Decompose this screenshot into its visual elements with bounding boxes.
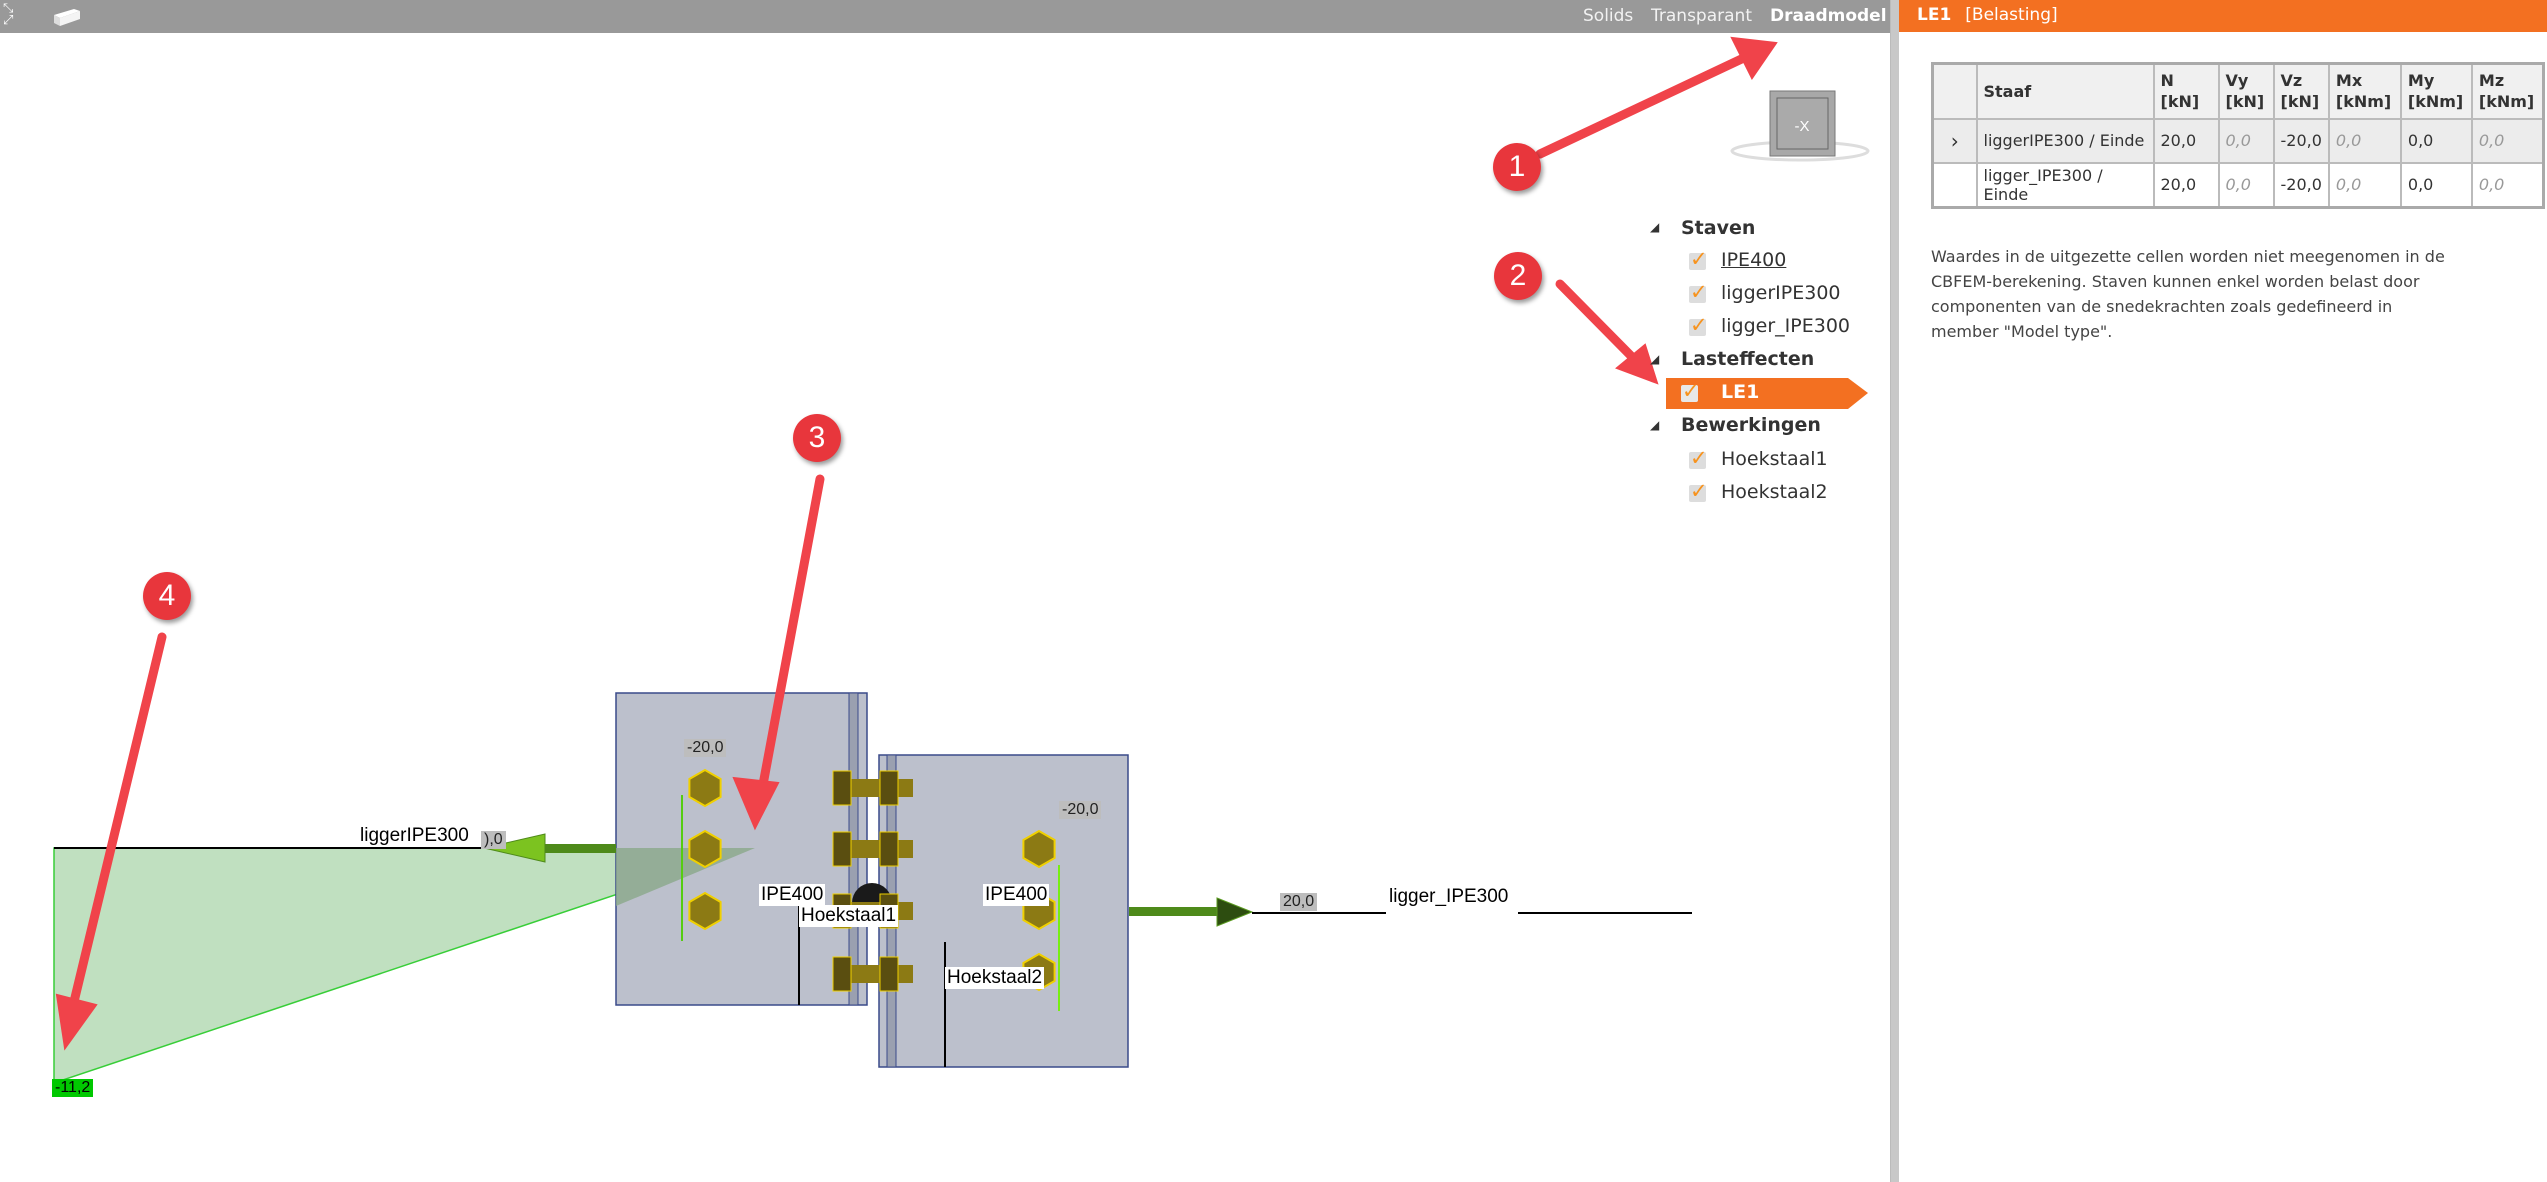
force-arrow-left-shaft xyxy=(545,844,616,853)
info-note: Waardes in de uitgezette cellen worden n… xyxy=(1931,247,2445,341)
checkbox-hoekstaal2[interactable]: ✓ xyxy=(1689,479,1708,503)
bolt-head xyxy=(688,768,722,808)
cell-n[interactable]: 20,0 xyxy=(2152,117,2220,164)
checkbox-liggeripe300[interactable]: ✓ xyxy=(1689,280,1708,304)
tree-item-hoekstaal1[interactable]: Hoekstaal1 xyxy=(1721,448,1828,470)
label-ipe400-left[interactable]: IPE400 xyxy=(759,884,826,906)
col-expand xyxy=(1931,62,1978,120)
bolt-nut xyxy=(879,956,899,992)
cell-my[interactable]: 0,0 xyxy=(2399,161,2473,208)
label-ligger-ipe300[interactable]: ligger_IPE300 xyxy=(1389,886,1509,907)
checkbox-le1[interactable]: ✓ xyxy=(1681,379,1700,403)
cell-vy[interactable]: 0,0 xyxy=(2217,161,2275,208)
annotation-badge-4: 4 xyxy=(143,572,191,620)
annotation-badge-1: 1 xyxy=(1493,143,1541,191)
value-left-plate: -20,0 xyxy=(684,739,727,757)
label-hoekstaal1[interactable]: Hoekstaal1 xyxy=(799,905,899,927)
cell-mz[interactable]: 0,0 xyxy=(2470,161,2545,208)
col-vy: Vy[kN] xyxy=(2217,62,2275,120)
col-mx: Mx[kNm] xyxy=(2327,62,2402,120)
bolt-nut xyxy=(832,770,852,806)
cell-vz[interactable]: -20,0 xyxy=(2272,161,2330,208)
table-row[interactable]: › liggerIPE300 / Einde 20,0 0,0 -20,0 0,… xyxy=(1931,117,2545,164)
bolt-head xyxy=(688,891,722,931)
cell-vz[interactable]: -20,0 xyxy=(2272,117,2330,164)
panel-title: LE1 xyxy=(1917,5,1952,25)
annotation-arrows xyxy=(55,36,1778,1051)
bolt-nut xyxy=(832,831,852,867)
tree-item-ipe400[interactable]: IPE400 xyxy=(1721,249,1787,271)
mode-solids[interactable]: Solids xyxy=(1583,6,1634,26)
value-right-plate: -20,0 xyxy=(1059,801,1102,819)
force-arrow-right-head xyxy=(1216,897,1254,927)
bolt-nut xyxy=(879,831,899,867)
cell-my[interactable]: 0,0 xyxy=(2399,117,2473,164)
bolt-head xyxy=(688,829,722,869)
force-arrow-left-head xyxy=(483,833,546,863)
annotation-badge-2: 2 xyxy=(1494,252,1542,300)
label-ipe400-right[interactable]: IPE400 xyxy=(983,884,1050,906)
checkbox-ipe400[interactable]: ✓ xyxy=(1689,247,1708,271)
collapse-lasteffecten-icon[interactable]: ◢ xyxy=(1650,352,1660,366)
bolt-nut xyxy=(879,770,899,806)
col-vz: Vz[kN] xyxy=(2272,62,2330,120)
diagram-overlap xyxy=(616,848,755,906)
expand-icon[interactable]: ⤡⤢ xyxy=(3,1,14,28)
value-diagram-min: -11,2 xyxy=(52,1079,94,1097)
bolt-nut xyxy=(832,956,852,992)
force-arrow-right-shaft xyxy=(1129,907,1217,916)
tree-group-lasteffecten[interactable]: Lasteffecten xyxy=(1681,348,1815,370)
collapse-staven-icon[interactable]: ◢ xyxy=(1650,220,1660,234)
col-my: My[kNm] xyxy=(2399,62,2473,120)
bolt-head xyxy=(1022,829,1056,869)
mode-transparant[interactable]: Transparant xyxy=(1651,6,1752,26)
label-hoekstaal2[interactable]: Hoekstaal2 xyxy=(945,967,1045,989)
scene-canvas[interactable]: -X xyxy=(0,0,1890,1182)
panel-splitter[interactable] xyxy=(1890,0,1899,1182)
tree-item-le1-highlight[interactable] xyxy=(1666,378,1870,409)
properties-panel: LE1 [Belasting] Staaf N[kN] Vy[kN] Vz[kN]… xyxy=(1899,0,2547,1182)
tree-item-hoekstaal2[interactable]: Hoekstaal2 xyxy=(1721,481,1828,503)
tree-item-le1[interactable]: LE1 xyxy=(1721,381,1760,403)
table-row[interactable]: ligger_IPE300 / Einde 20,0 0,0 -20,0 0,0… xyxy=(1931,161,2545,208)
cell-mx[interactable]: 0,0 xyxy=(2327,161,2402,208)
mode-draadmodel[interactable]: Draadmodel xyxy=(1770,6,1887,26)
tree-item-ligger-ipe300[interactable]: ligger_IPE300 xyxy=(1721,315,1851,337)
tree-group-bewerkingen[interactable]: Bewerkingen xyxy=(1681,414,1821,436)
checkbox-ligger-ipe300[interactable]: ✓ xyxy=(1689,313,1708,337)
value-right-force: 20,0 xyxy=(1280,893,1318,911)
cell-staaf: liggerIPE300 / Einde xyxy=(1975,117,2155,164)
col-n: N[kN] xyxy=(2152,62,2220,120)
row-expand-cell xyxy=(1931,161,1978,208)
load-table: Staaf N[kN] Vy[kN] Vz[kN] Mx[kNm] My[kNm… xyxy=(1931,62,2546,209)
cell-mz[interactable]: 0,0 xyxy=(2470,117,2545,164)
cell-vy[interactable]: 0,0 xyxy=(2217,117,2275,164)
label-liggeripe300[interactable]: liggerIPE300 xyxy=(360,825,469,846)
panel-subtitle: [Belasting] xyxy=(1965,5,2058,25)
value-left-force: ),0 xyxy=(481,831,506,849)
panel-header: LE1 [Belasting] xyxy=(1899,0,2547,32)
3d-viewport[interactable]: -X ⤡⤢ Solids Transparant Draadmodel ◢ St… xyxy=(0,0,1890,1182)
view-cube-label: -X xyxy=(1795,118,1810,135)
tree-group-staven[interactable]: Staven xyxy=(1681,217,1756,239)
view-toolbar: ⤡⤢ Solids Transparant Draadmodel xyxy=(0,0,1890,33)
row-expand-chevron-icon[interactable]: › xyxy=(1931,117,1978,164)
checkbox-hoekstaal1[interactable]: ✓ xyxy=(1689,446,1708,470)
col-mz: Mz[kNm] xyxy=(2470,62,2545,120)
collapse-bewerkingen-icon[interactable]: ◢ xyxy=(1650,418,1660,432)
annotation-badge-3: 3 xyxy=(793,414,841,462)
cell-staaf: ligger_IPE300 / Einde xyxy=(1975,161,2155,208)
cube-icon[interactable] xyxy=(52,7,82,27)
cell-mx[interactable]: 0,0 xyxy=(2327,117,2402,164)
tree-item-liggeripe300[interactable]: liggerIPE300 xyxy=(1721,282,1841,304)
col-staaf: Staaf xyxy=(1975,62,2155,120)
cell-n[interactable]: 20,0 xyxy=(2152,161,2220,208)
